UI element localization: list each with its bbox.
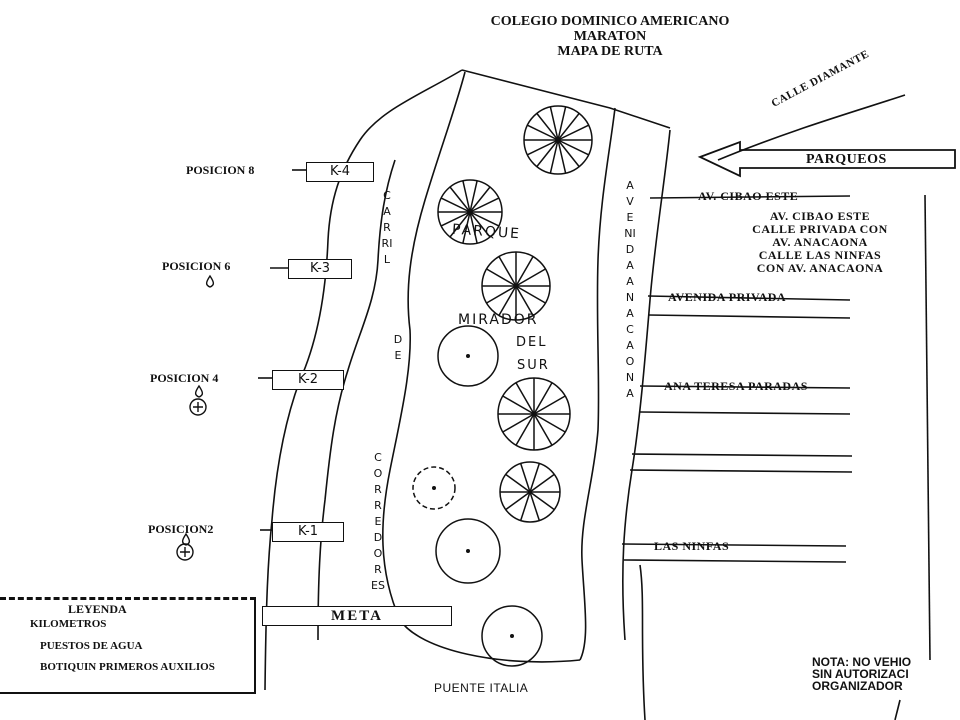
meta-marker: META: [262, 606, 452, 626]
legend-item-puestos: PUESTOS DE AGUA: [40, 640, 143, 652]
spoked-tree-4: [497, 377, 571, 451]
puente-italia-label: PUENTE ITALIA: [434, 681, 529, 695]
street-line-b: [629, 469, 853, 473]
circle-tree-2: [481, 605, 543, 667]
street-line-a: [631, 453, 853, 457]
circle-tree-3: [435, 518, 501, 584]
avenida-privada-line: [647, 295, 851, 301]
map-title-line1: COLEGIO DOMINICO AMERICANO: [490, 14, 730, 29]
parqueos-label: PARQUEOS: [806, 152, 887, 167]
first-aid-icon: [176, 543, 194, 561]
calle-diamante-road: [461, 69, 671, 129]
water-drop-icon: [181, 532, 191, 546]
map-title-line3: MAPA DE RUTA: [557, 44, 663, 59]
mirador-label: MIRADOR: [458, 312, 539, 328]
km-marker-k3: K-3: [288, 259, 352, 279]
legend-item-botiquin: BOTIQUIN PRIMEROS AUXILIOS: [40, 661, 215, 673]
posicion-6-label: POSICION 6: [162, 259, 231, 273]
posicion-4-label: POSICION 4: [150, 371, 219, 385]
note-line: ORGANIZADOR: [812, 679, 903, 693]
km-marker-k2: K-2: [272, 370, 344, 390]
cibao-block-line: CALLE LAS NINFAS: [758, 248, 882, 262]
water-drop-icon: [194, 384, 204, 398]
cibao-block: AV. CIBAO ESTE CALLE PRIVADA CON AV. ANA…: [710, 210, 930, 275]
ana-teresa-label: ANA TERESA PARADAS: [664, 379, 808, 393]
ana-teresa-line-2: [639, 411, 851, 415]
spoked-tree-1: [523, 105, 593, 175]
spoked-tree-3: [481, 251, 551, 321]
parqueos-arrow: [697, 140, 956, 178]
km-marker-k4: K-4: [306, 162, 374, 182]
legend-box: LEYENDA KILOMETROS PUESTOS DE AGUA BOTIQ…: [0, 597, 256, 694]
corredores-label: CORREDORES: [371, 451, 385, 592]
organizer-note: NOTA: NO VEHIO SIN AUTORIZACI ORGANIZADO…: [812, 656, 911, 692]
avenida-anacaona-label: AVENIDA ANACAONA: [624, 179, 636, 400]
first-aid-icon: [189, 398, 207, 416]
note-line: NOTA: NO VEHIO: [812, 655, 912, 669]
spoked-tree-5: [499, 461, 561, 523]
av-cibao-este-label: AV. CIBAO ESTE: [698, 189, 799, 203]
circle-tree-1: [437, 325, 499, 387]
park-west-edge: [382, 71, 581, 663]
las-ninfas-label: LAS NINFAS: [654, 539, 730, 553]
note-line: SIN AUTORIZACI: [812, 667, 909, 681]
east-boundary-3: [894, 699, 901, 720]
posicion-8-label: POSICION 8: [186, 163, 255, 177]
las-ninfas-line: [621, 543, 847, 547]
cibao-block-line: AV. CIBAO ESTE: [769, 209, 871, 223]
cibao-block-line: CON AV. ANACAONA: [756, 261, 884, 275]
park-east-edge: [579, 107, 616, 661]
cibao-block-line: CALLE PRIVADA CON: [752, 222, 888, 236]
cibao-este-line: [649, 195, 851, 199]
water-drop-icon: [205, 274, 215, 288]
avenida-privada-label: AVENIDA PRIVADA: [668, 290, 787, 304]
spoked-tree-2: [437, 179, 503, 245]
avenida-privada-line-2: [647, 314, 851, 319]
las-ninfas-line-2: [623, 559, 847, 563]
km-marker-k1: K-1: [272, 522, 344, 542]
del-label: DEL: [516, 335, 548, 350]
sur-label: SUR: [517, 358, 550, 373]
legend-title: LEYENDA: [68, 602, 127, 616]
outer-lane-edge: [264, 69, 463, 691]
map-title-line2: MARATON: [573, 29, 647, 44]
cibao-block-line: AV. ANACAONA: [772, 235, 868, 249]
carril-label: CARRIL: [381, 189, 393, 266]
de-label: DE: [393, 333, 403, 362]
avenue-east-edge: [622, 129, 671, 641]
circle-tree-4: [412, 466, 456, 510]
east-boundary: [924, 194, 931, 661]
ana-teresa-line: [639, 385, 851, 389]
legend-item-kilometros: KILOMETROS: [30, 618, 107, 630]
east-boundary-2: [639, 564, 646, 720]
posicion-2-label: POSICION2: [148, 522, 214, 536]
